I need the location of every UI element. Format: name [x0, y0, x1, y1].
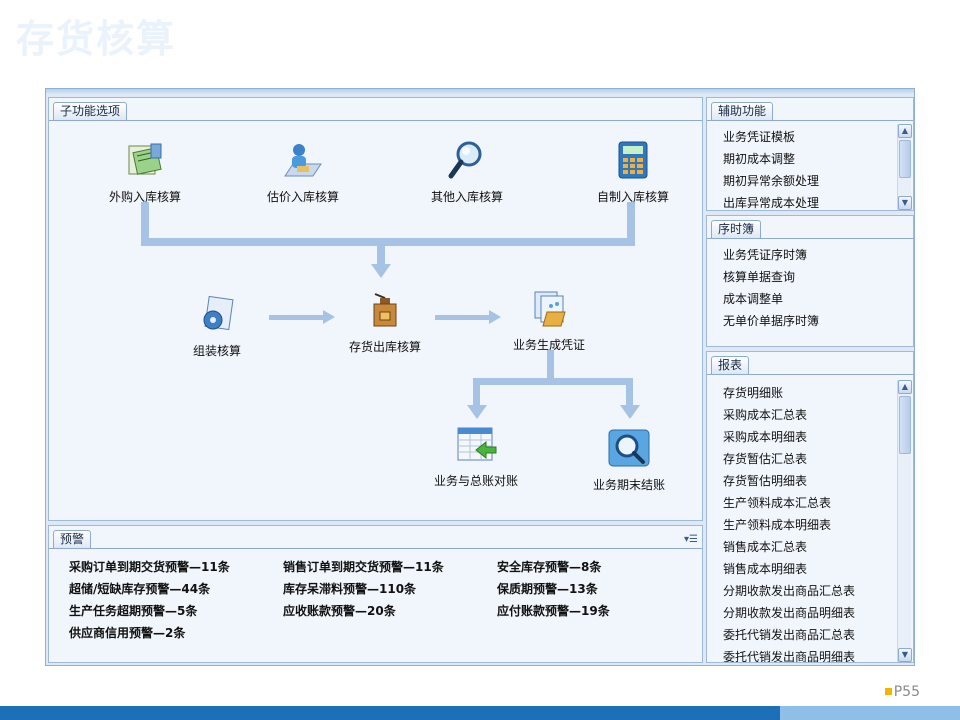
report-item[interactable]: 分期收款发出商品汇总表 — [723, 584, 856, 598]
alert-item[interactable]: 超储/短缺库存预警—44条 — [69, 582, 211, 596]
alert-item[interactable]: 供应商信用预警—2条 — [69, 626, 186, 640]
alert-item[interactable]: 应付账款预警—19条 — [497, 604, 610, 618]
node-period-close[interactable]: 业务期末结账 — [579, 428, 679, 493]
connector-line — [627, 202, 635, 244]
page-number: P55 — [884, 684, 920, 700]
slide-title: 存货核算 — [16, 17, 177, 61]
report-item[interactable]: 销售成本明细表 — [723, 562, 808, 576]
aux-item[interactable]: 业务凭证模板 — [723, 130, 796, 144]
alert-item[interactable]: 应收账款预警—20条 — [283, 604, 396, 618]
arrow-down-head — [371, 264, 391, 278]
connector-line — [626, 378, 633, 408]
journal-item[interactable]: 成本调整单 — [723, 292, 784, 306]
alert-panel: 预警 ▾☰ 采购订单到期交货预警—11条 销售订单到期交货预警—11条 安全库存… — [48, 525, 703, 663]
aux-function-panel: 辅助功能 业务凭证模板 期初成本调整 期初异常余额处理 出库异常成本处理 ▲ ▼ — [706, 97, 914, 211]
purchase-document-icon — [121, 140, 169, 180]
alert-item[interactable]: 安全库存预警—8条 — [497, 560, 602, 574]
alert-item[interactable]: 销售订单到期交货预警—11条 — [283, 560, 444, 574]
table-arrow-icon — [452, 424, 500, 464]
scroll-thumb[interactable] — [899, 396, 911, 454]
report-item[interactable]: 存货明细账 — [723, 386, 784, 400]
alert-item[interactable]: 保质期预警—13条 — [497, 582, 598, 596]
connector-line — [377, 238, 385, 266]
report-item[interactable]: 存货暂估汇总表 — [723, 452, 808, 466]
footer-bar-accent — [780, 706, 960, 720]
scroll-down-icon[interactable]: ▼ — [898, 648, 912, 662]
connector-line — [547, 350, 554, 380]
tab-sub-functions[interactable]: 子功能选项 — [53, 102, 128, 120]
report-item[interactable]: 生产领料成本汇总表 — [723, 496, 832, 510]
report-scrollbar[interactable]: ▲ ▼ — [897, 380, 912, 662]
journal-panel: 序时簿 业务凭证序时簿 核算单据查询 成本调整单 无单价单据序时簿 — [706, 215, 914, 347]
arrow-down-head — [467, 405, 487, 419]
connector-line — [269, 315, 325, 320]
arrow-down-head — [620, 405, 640, 419]
node-reconcile-gl[interactable]: 业务与总账对账 — [421, 424, 531, 489]
scroll-thumb[interactable] — [899, 140, 911, 178]
tab-aux-functions[interactable]: 辅助功能 — [711, 102, 774, 120]
scroll-up-icon[interactable]: ▲ — [898, 124, 912, 138]
report-item[interactable]: 委托代销发出商品明细表 — [723, 650, 856, 662]
node-gen-voucher[interactable]: 业务生成凭证 — [501, 288, 597, 353]
report-item[interactable]: 销售成本汇总表 — [723, 540, 808, 554]
alert-item[interactable]: 生产任务超期预警—5条 — [69, 604, 198, 618]
magnifier-icon — [443, 140, 491, 180]
node-self-made-in[interactable]: 自制入库核算 — [585, 140, 681, 205]
report-item[interactable]: 采购成本汇总表 — [723, 408, 808, 422]
sub-function-panel: 子功能选项 外购 — [48, 97, 703, 521]
aux-item[interactable]: 期初异常余额处理 — [723, 174, 820, 188]
list-menu-icon[interactable]: ▾☰ — [684, 534, 698, 545]
report-item[interactable]: 存货暂估明细表 — [723, 474, 808, 488]
page-marker-icon — [884, 688, 892, 695]
node-estimate-in[interactable]: 估价入库核算 — [255, 140, 351, 205]
app-window: 子功能选项 外购 — [45, 88, 915, 666]
connector-line — [473, 378, 633, 385]
report-panel: 报表 存货明细账 采购成本汇总表 采购成本明细表 存货暂估汇总表 存货暂估明细表… — [706, 351, 914, 663]
journal-item[interactable]: 核算单据查询 — [723, 270, 796, 284]
alert-item[interactable]: 采购订单到期交货预警—11条 — [69, 560, 230, 574]
report-item[interactable]: 生产领料成本明细表 — [723, 518, 832, 532]
journal-item[interactable]: 无单价单据序时簿 — [723, 314, 820, 328]
tab-journals[interactable]: 序时簿 — [711, 220, 762, 238]
report-item[interactable]: 委托代销发出商品汇总表 — [723, 628, 856, 642]
arrow-right-head — [489, 310, 501, 324]
journal-item[interactable]: 业务凭证序时簿 — [723, 248, 808, 262]
gear-document-icon — [193, 294, 241, 334]
node-inventory-out[interactable]: 存货出库核算 — [337, 290, 433, 355]
aux-item[interactable]: 出库异常成本处理 — [723, 196, 820, 210]
report-item[interactable]: 分期收款发出商品明细表 — [723, 606, 856, 620]
arrow-right-head — [323, 310, 335, 324]
aux-scrollbar[interactable]: ▲ ▼ — [897, 124, 912, 210]
calculator-icon — [609, 140, 657, 180]
grinder-icon — [361, 290, 409, 330]
footer-bar — [0, 706, 780, 720]
connector-line — [473, 378, 480, 408]
voucher-package-icon — [525, 288, 573, 328]
user-document-icon — [279, 140, 327, 180]
node-other-in[interactable]: 其他入库核算 — [419, 140, 515, 205]
tab-reports[interactable]: 报表 — [711, 356, 750, 374]
node-assembly[interactable]: 组装核算 — [169, 294, 265, 359]
report-item[interactable]: 采购成本明细表 — [723, 430, 808, 444]
tab-alerts[interactable]: 预警 — [53, 530, 92, 548]
scroll-up-icon[interactable]: ▲ — [898, 380, 912, 394]
connector-line — [141, 202, 149, 244]
node-purchase-in[interactable]: 外购入库核算 — [97, 140, 193, 205]
scroll-down-icon[interactable]: ▼ — [898, 196, 912, 210]
search-icon — [605, 428, 653, 468]
connector-line — [141, 238, 635, 246]
aux-item[interactable]: 期初成本调整 — [723, 152, 796, 166]
alert-item[interactable]: 库存呆滞料预警—110条 — [283, 582, 417, 596]
connector-line — [435, 315, 491, 320]
window-top-strip — [46, 89, 914, 94]
